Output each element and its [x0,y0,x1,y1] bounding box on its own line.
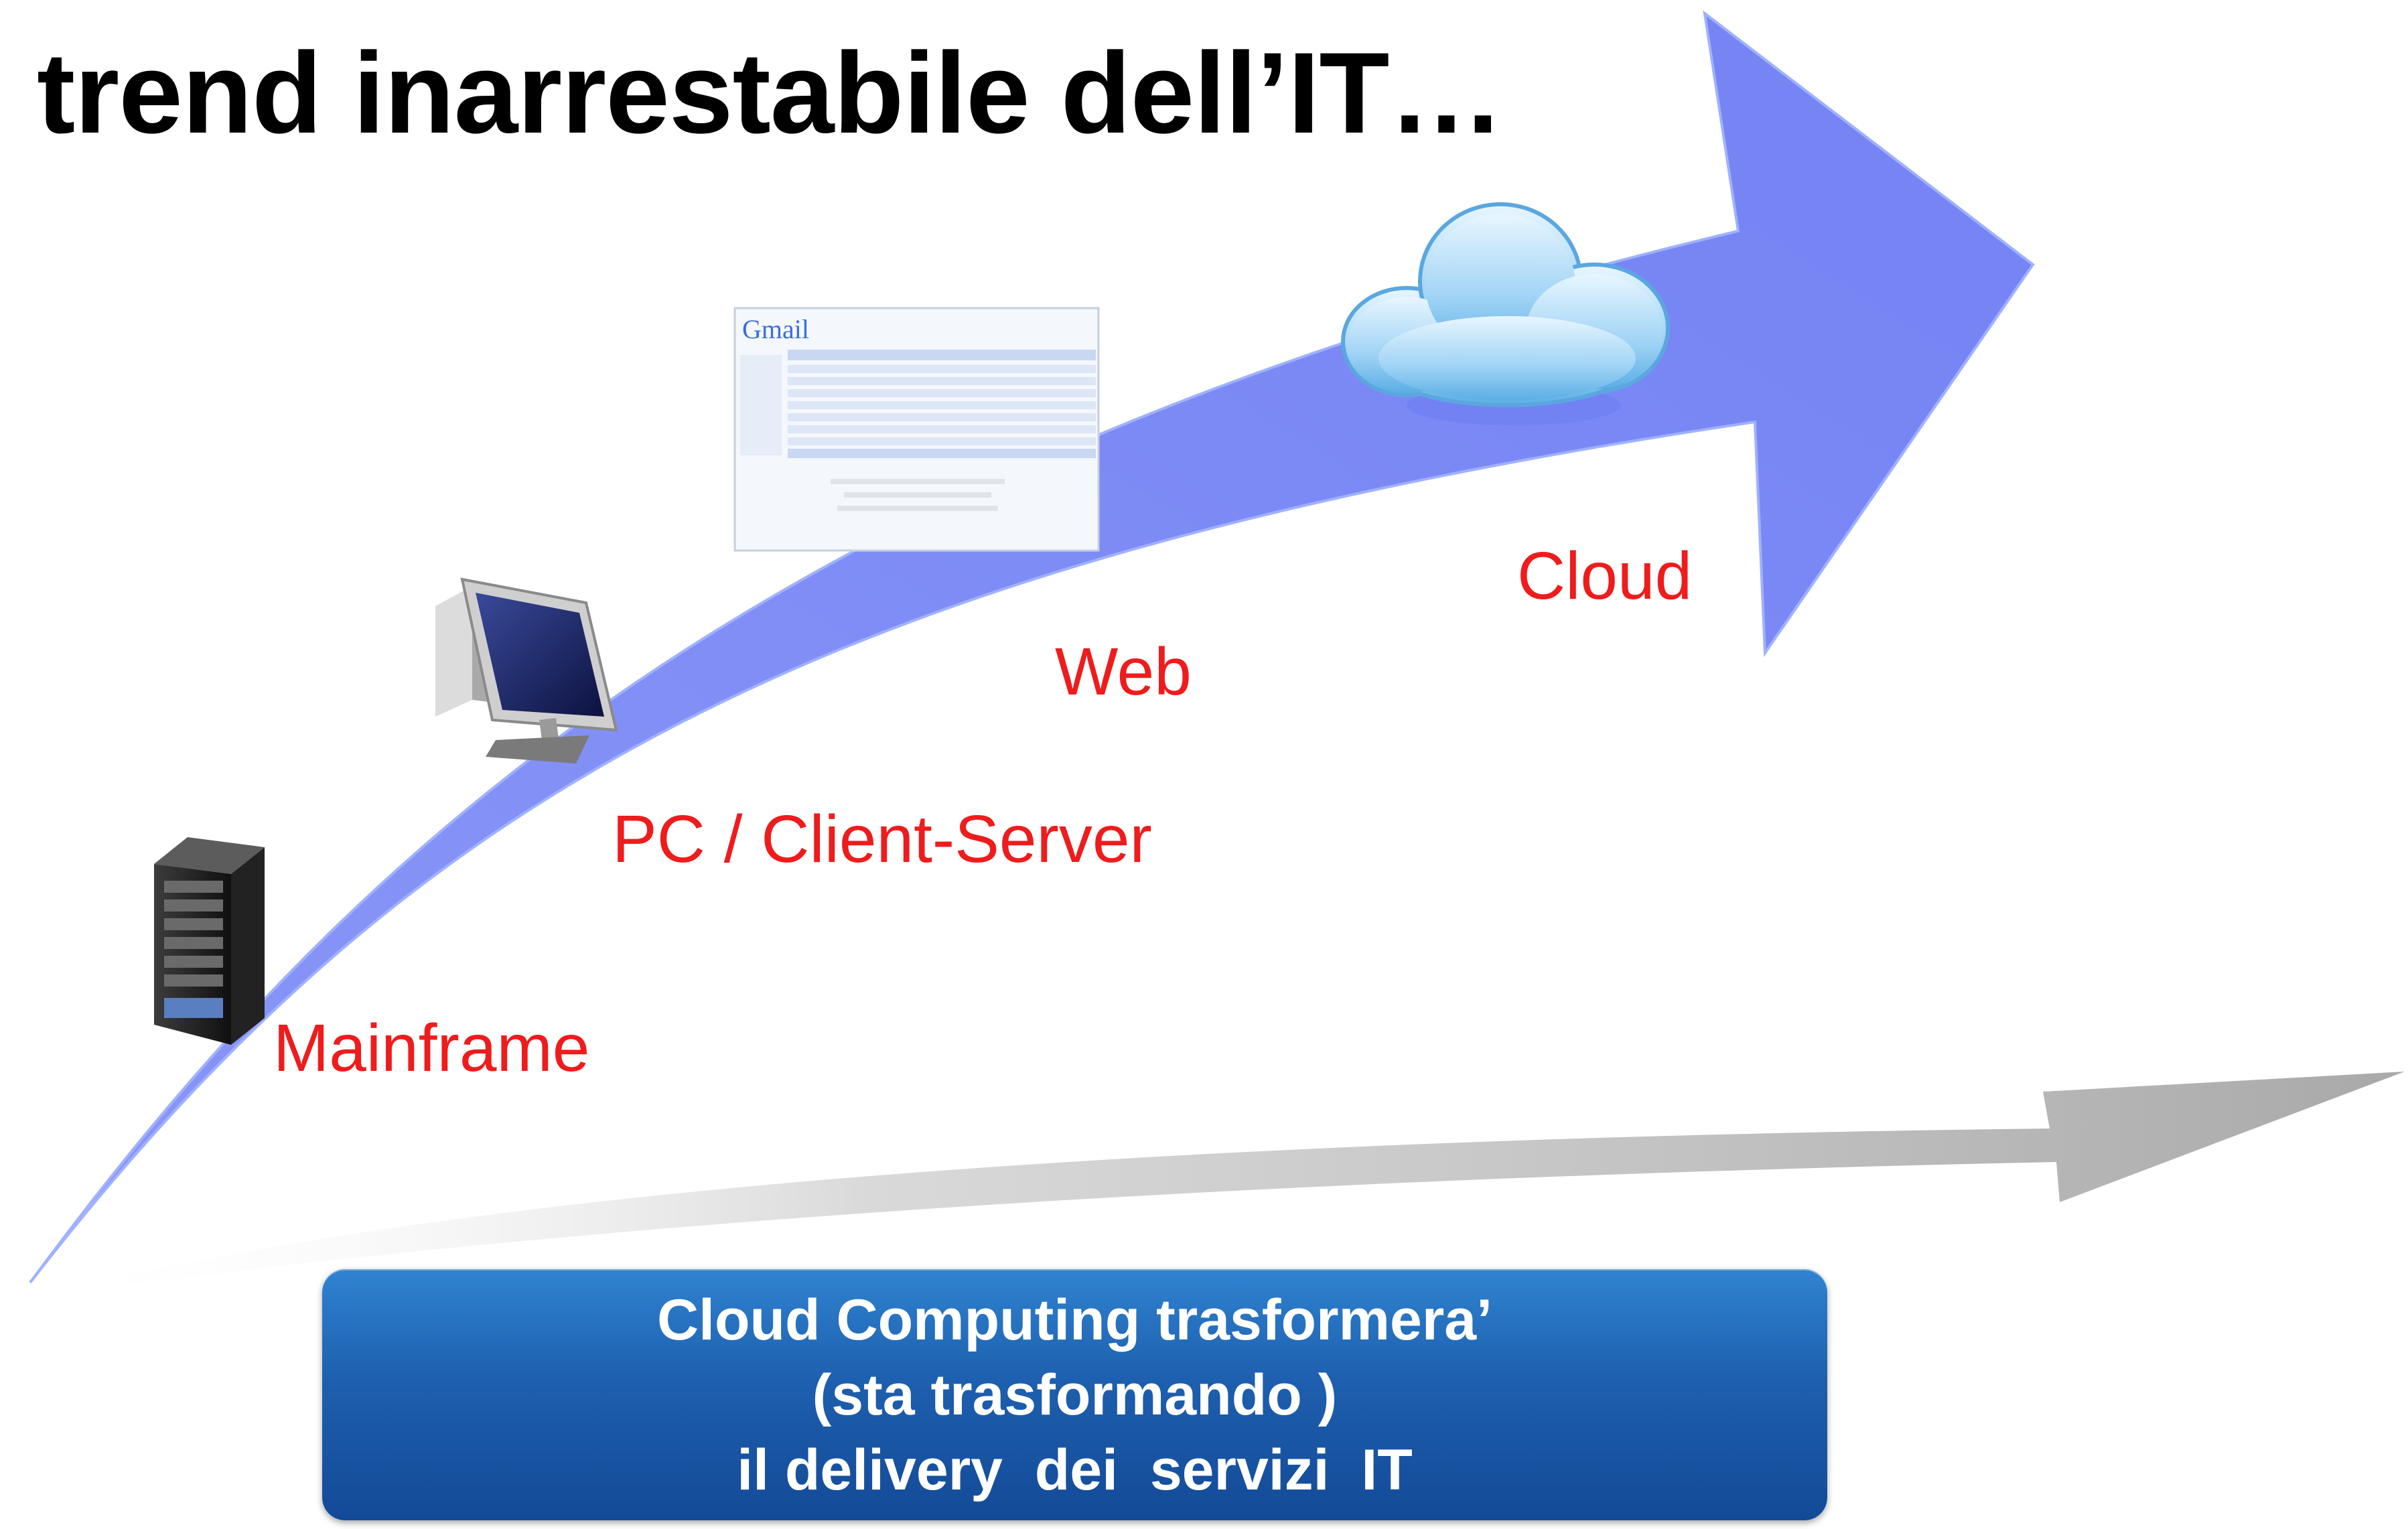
stage-label-pc-client-server: PC / Client-Server [612,802,1152,877]
arrow-shadow [40,1072,2405,1296]
growth-arrow [29,10,2035,1284]
conclusion-banner: Cloud Computing trasformera’ (sta trasfo… [322,1269,1827,1520]
stage-label-cloud: Cloud [1517,538,1693,613]
stage-label-mainframe: Mainframe [273,1011,590,1086]
banner-line-2: (sta trasformando ) [812,1362,1338,1427]
banner-line-3: il delivery dei servizi IT [737,1437,1413,1502]
desktop-pc-icon [435,577,618,763]
cloud-icon [1341,202,1670,425]
stage-label-web: Web [1055,634,1192,709]
server-rack-icon [154,837,265,1045]
webmail-screenshot-icon: Gmail [733,307,1100,552]
banner-line-1: Cloud Computing trasformera’ [656,1287,1493,1352]
webmail-logo: Gmail [742,314,809,344]
slide-title: trend inarrestabile dell’IT… [37,29,1504,157]
